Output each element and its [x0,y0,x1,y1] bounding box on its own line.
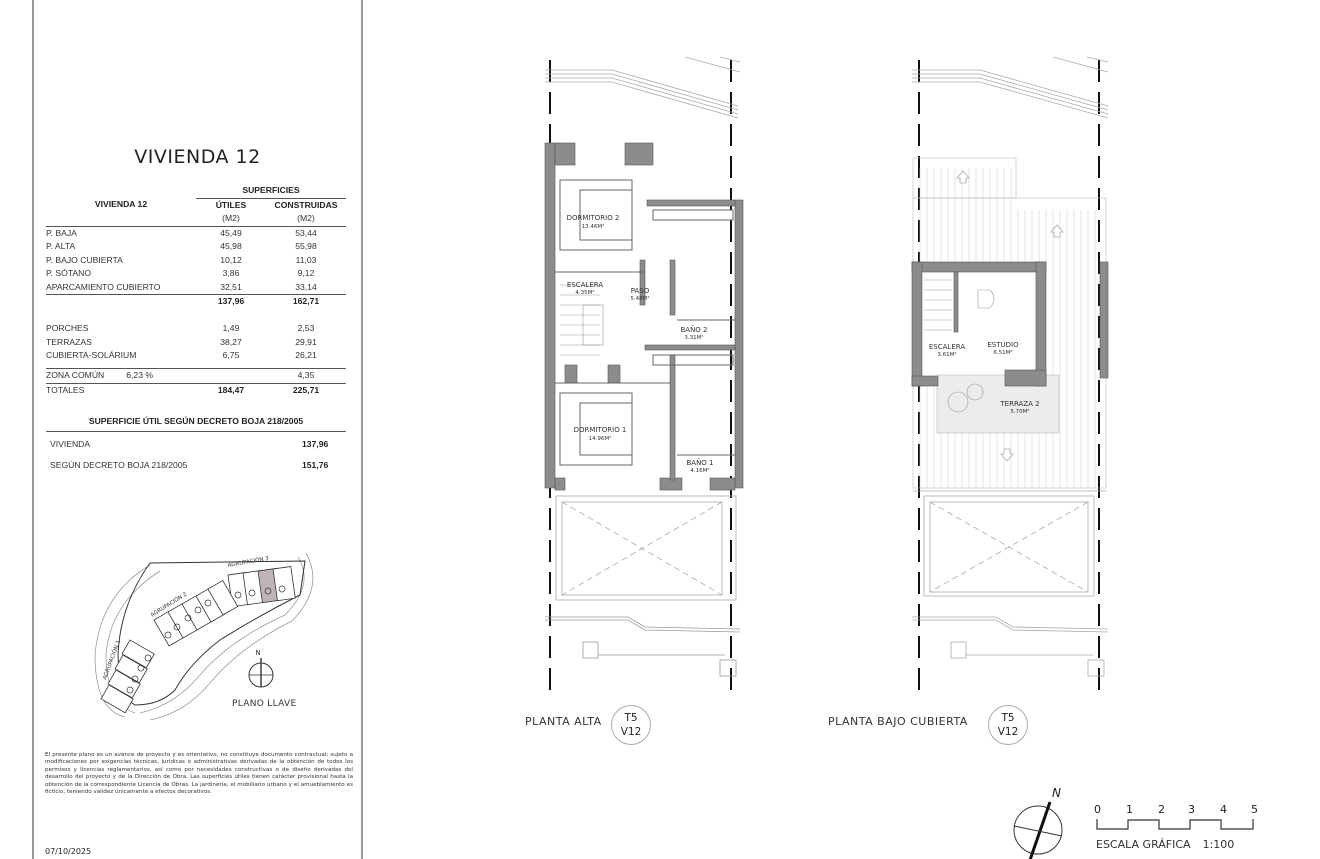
decreto-title: SUPERFICIE ÚTIL SEGÚN DECRETO BOJA 218/2… [46,416,346,432]
table-row: P. BAJO CUBIERTA 10,12 11,03 [46,254,317,265]
subtotal-row: 137,96 162,71 [217,296,320,306]
plan-caption-planta-bajo-cubierta: PLANTA BAJO CUBIERTA [828,715,968,728]
decreto-row: SEGÚN DECRETO BOJA 218/2005 151,76 [50,460,329,470]
svg-text:5.70M²: 5.70M² [1010,408,1029,415]
north-arrow-icon: N [248,649,274,688]
table-row: TERRAZAS 38,27 29,91 [46,336,317,347]
scale-tick: 4 [1220,803,1227,816]
room-estudio: ESTUDIO [987,341,1019,349]
room-terraza-2: TERRAZA 2 [999,400,1039,408]
key-plan: AGRUPACIÓN 3 AGRUPACIÓN 2 AGRUPACIÓN 1 N [94,552,314,720]
room-dormitorio-2: DORMITORIO 2 [567,214,620,222]
floor-plan-planta-bajo-cubierta: ESCALERA 3.61M² ESTUDIO 6.51M² TERRAZA 2… [911,56,1109,700]
unit-badge: T5 V12 [988,705,1028,745]
group-label-3: AGRUPACIÓN 3 [227,555,270,569]
decreto-row: VIVIENDA 137,96 [50,439,329,449]
areas-table: SUPERFICIES VIVIENDA 12 ÚTILES CONSTRUID… [46,184,346,397]
sheet-date: 07/10/2025 [45,847,92,856]
table-row: P. ALTA 45,98 55,98 [46,241,317,251]
slope-arrow-icon [956,170,970,184]
col-utiles: ÚTILES [215,199,247,210]
room-bano-2: BAÑO 2 [680,325,707,334]
svg-text:N: N [255,649,260,657]
room-escalera: ESCALERA [929,343,965,351]
sheet-title: VIVIENDA 12 [134,146,261,168]
north-arrow-icon: N [1013,786,1063,859]
room-bano-1: BAÑO 1 [686,458,713,467]
svg-text:5.48M²: 5.48M² [630,295,649,302]
row-header: VIVIENDA 12 [94,199,148,210]
info-panel [32,0,363,859]
disclaimer-text: El presente plano es un avance de proyec… [45,752,353,796]
scale-tick: 3 [1188,803,1195,816]
svg-text:3.61M²: 3.61M² [937,351,956,358]
unit-badge: T5 V12 [611,705,651,745]
col-utiles-unit: (M2) [196,212,266,227]
svg-text:3.31M²: 3.31M² [684,334,703,341]
slope-arrow-icon [1000,448,1014,462]
table-row: P. SÓTANO 3,86 9,12 [46,268,315,278]
room-paso: PASO [631,287,650,295]
table-row: P. BAJA 45,49 53,44 [46,227,317,238]
scale-tick: 0 [1094,803,1101,816]
col-construidas: CONSTRUIDAS [274,199,338,210]
totales-row: TOTALES 184,47 225,71 [46,384,320,395]
svg-text:4.16M²: 4.16M² [690,467,709,474]
table-row: CUBIERTA-SOLÁRIUM 6,75 26,21 [46,350,317,360]
col-construidas-unit: (M2) [266,212,346,227]
key-plan-label: PLANO LLAVE [232,699,297,709]
table-row: APARCAMIENTO CUBIERTO 32,51 33,14 [46,280,346,295]
svg-text:14.96M²: 14.96M² [589,435,612,442]
svg-text:6.51M²: 6.51M² [993,349,1012,356]
table-row: PORCHES 1,49 2,53 [46,323,315,333]
room-dormitorio-1: DORMITORIO 1 [574,426,627,434]
slope-arrow-icon [1050,224,1064,238]
svg-text:13.46M²: 13.46M² [582,223,605,230]
svg-text:N: N [1052,786,1061,800]
scale-bar [1096,819,1254,830]
room-escalera: ESCALERA [567,281,603,289]
plan-caption-planta-alta: PLANTA ALTA [525,715,602,728]
scale-tick: 2 [1158,803,1165,816]
scale-tick: 5 [1251,803,1258,816]
svg-text:4.35M²: 4.35M² [575,289,594,296]
group-header: SUPERFICIES [196,184,346,199]
scale-tick: 1 [1126,803,1133,816]
floor-plan-planta-alta: DORMITORIO 2 13.46M² ESCALERA 4.35M² PAS… [544,56,744,700]
